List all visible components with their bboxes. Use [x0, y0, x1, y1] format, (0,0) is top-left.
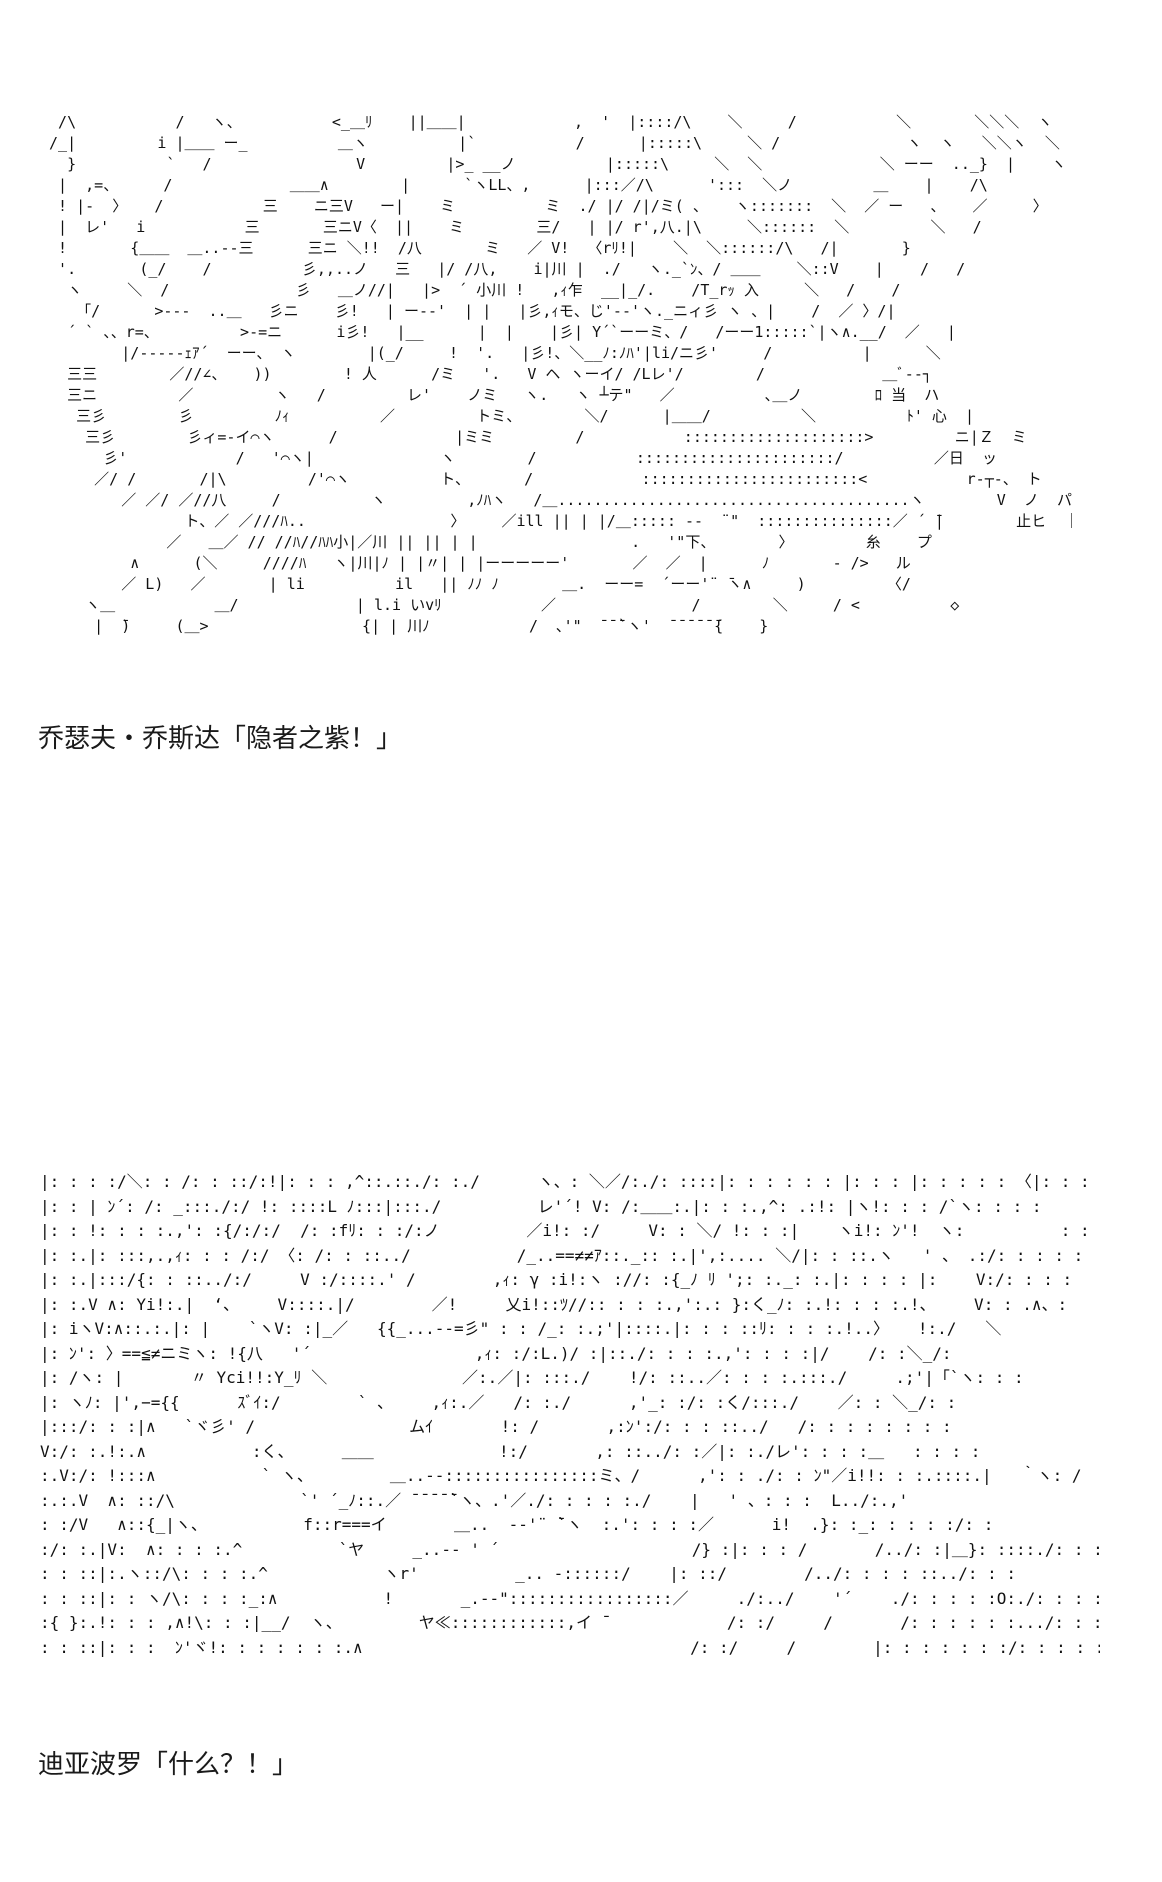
ascii-art-hermit-purple: /\ / ヽ、 <_＿ﾘ ||＿＿| , ' |::::/\ ＼ / ＼ ＼＼＼… [49, 113, 1080, 635]
caption-diavolo: 迪亚波罗「什么？！」 [38, 1750, 299, 1780]
ascii-art-diavolo: |: : : :/＼: : /: : ::/:!|: : : ,^::.::./… [40, 1172, 1100, 1657]
caption-joseph: 乔瑟夫・乔斯达「隐者之紫！」 [38, 724, 403, 754]
